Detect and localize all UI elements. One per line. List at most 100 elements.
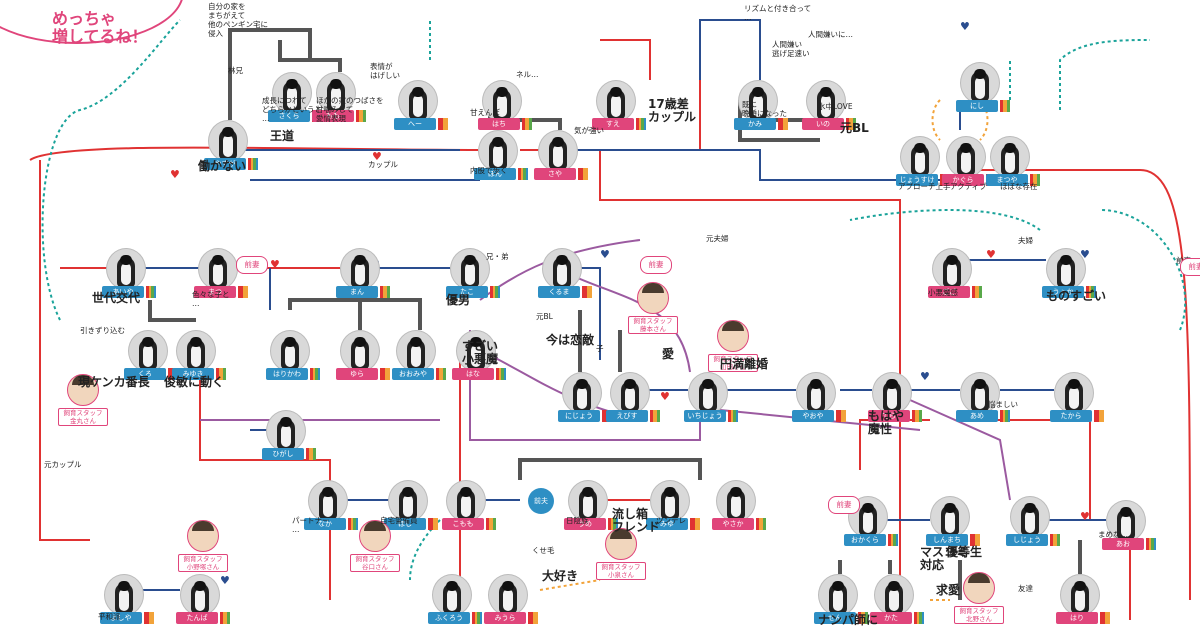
link-red-3 bbox=[39, 160, 90, 541]
color-band bbox=[248, 158, 258, 170]
note-n31: もはや 魔性 bbox=[868, 409, 905, 436]
penguin-name: へー bbox=[394, 118, 436, 130]
penguin-photo bbox=[340, 330, 380, 372]
penguin-photo bbox=[538, 130, 578, 172]
penguin-name: かみ bbox=[734, 118, 776, 130]
color-band bbox=[522, 118, 532, 130]
color-band bbox=[836, 410, 846, 422]
penguin-name: にし bbox=[956, 100, 998, 112]
ex-wife-tag: 前妻 bbox=[1180, 258, 1200, 276]
penguin-ebi: えびす bbox=[606, 372, 660, 434]
note-n19: ほぼな存在 bbox=[1000, 182, 1038, 191]
penguin-fukuchi: ふくろう bbox=[428, 574, 482, 630]
penguin-miyu: みゆ bbox=[646, 480, 700, 542]
color-band bbox=[472, 612, 482, 624]
penguin-photo bbox=[388, 480, 428, 522]
staff-name: 飼育スタッフ 山田さん bbox=[708, 354, 758, 372]
color-band bbox=[728, 410, 738, 422]
penguin-ume: うめ bbox=[564, 480, 618, 542]
penguin-photo bbox=[128, 330, 168, 372]
penguin-name: せん bbox=[814, 612, 856, 624]
penguin-photo bbox=[818, 574, 858, 616]
note-n33: 現ケンカ番長 bbox=[78, 375, 150, 389]
staff-name: 飼育スタッフ 谷口さん bbox=[350, 554, 400, 572]
penguin-photo bbox=[106, 248, 146, 290]
penguin-photo bbox=[482, 80, 522, 122]
color-band bbox=[496, 368, 506, 380]
penguin-tera: てら bbox=[868, 372, 922, 434]
note-n46: マスコミ 対応 bbox=[920, 545, 969, 572]
penguin-shimako: しんまち bbox=[926, 496, 980, 558]
penguin-photo bbox=[932, 248, 972, 290]
penguin-name: うぅか bbox=[1042, 286, 1084, 298]
link-grey-41 bbox=[288, 298, 422, 330]
penguin-name: はな bbox=[452, 368, 494, 380]
note-n26: 元BL bbox=[536, 312, 553, 321]
color-band bbox=[238, 286, 248, 298]
link-teal-58 bbox=[41, 19, 181, 321]
penguin-momo: もも bbox=[312, 72, 366, 134]
penguin-kaa: かみ bbox=[734, 80, 788, 142]
link-grey-45 bbox=[518, 458, 702, 480]
penguin-photo bbox=[478, 130, 518, 172]
color-band bbox=[146, 286, 156, 298]
note-n9: 内股で歩く bbox=[470, 166, 508, 175]
staff-name: 飼育スタッフ 小泉さん bbox=[596, 562, 646, 580]
penguin-photo bbox=[568, 480, 608, 522]
penguin-name: かぐら bbox=[942, 174, 984, 186]
note-n28: 円満離婚 bbox=[720, 357, 769, 371]
note-n29: 愛 bbox=[662, 347, 675, 361]
color-band bbox=[846, 118, 856, 130]
staff-avatar bbox=[637, 282, 669, 314]
penguin-name: にじょう bbox=[558, 410, 600, 422]
heart-icon: ♥ bbox=[220, 574, 230, 587]
color-band bbox=[690, 518, 700, 530]
color-band bbox=[578, 168, 588, 180]
color-band bbox=[1050, 534, 1060, 546]
note-n47: パートナー … bbox=[292, 516, 330, 534]
staff-avatar bbox=[717, 320, 749, 352]
penguin-aino: あいや bbox=[102, 248, 156, 310]
penguin-photo bbox=[874, 574, 914, 616]
penguin-name: しんまち bbox=[926, 534, 968, 546]
penguin-photo bbox=[960, 372, 1000, 414]
penguin-kaguya: かぐら bbox=[942, 136, 996, 198]
penguin-name: ふくろう bbox=[428, 612, 470, 624]
heart-icon: ♥ bbox=[270, 258, 280, 271]
note-n5: ほかの家のつばさを 甘噛みして 愛情表現 bbox=[316, 96, 384, 123]
penguin-photo bbox=[432, 574, 472, 616]
color-band bbox=[970, 534, 980, 546]
penguin-name: すえ bbox=[592, 118, 634, 130]
penguin-okuma: おかくら bbox=[844, 496, 898, 558]
note-n41: 大好き bbox=[542, 569, 579, 583]
color-band bbox=[528, 612, 538, 624]
penguin-name: ほし bbox=[384, 518, 426, 530]
color-band bbox=[1100, 612, 1110, 624]
color-band bbox=[756, 518, 766, 530]
note-n8: 甘えんぼ bbox=[470, 108, 500, 117]
penguin-kita: かた bbox=[870, 574, 924, 630]
penguin-nishi: にし bbox=[956, 62, 1010, 124]
title-bubble: めっちゃ増してるね！ bbox=[0, 0, 184, 46]
color-band bbox=[912, 410, 922, 422]
note-n13: 人間嫌いに… bbox=[808, 30, 853, 39]
staff-name: 飼育スタッフ 藤本さん bbox=[628, 316, 678, 334]
penguin-photo bbox=[650, 480, 690, 522]
link-grey-37 bbox=[228, 28, 312, 120]
note-n39: 流し箱 フレンド bbox=[612, 507, 661, 534]
note-n30: 小悪魔感 bbox=[928, 288, 958, 297]
penguin-name: まつや bbox=[986, 174, 1028, 186]
penguin-nichou: にじょう bbox=[558, 372, 612, 434]
ex-husband-tag: 前夫 bbox=[528, 488, 554, 514]
link-teal-61 bbox=[1099, 209, 1187, 331]
note-n12: 人間嫌い 逃げ足速い bbox=[772, 40, 810, 58]
heart-icon: ♥ bbox=[170, 168, 180, 181]
note-n2: 林兄 bbox=[228, 66, 243, 75]
staff-s4: 飼育スタッフ 谷口さん bbox=[350, 520, 400, 582]
penguin-name: たこ bbox=[446, 286, 488, 298]
penguin-name: くろ bbox=[124, 368, 166, 380]
penguin-kurumi: くるま bbox=[538, 248, 592, 310]
penguin-tanba: たんば bbox=[176, 574, 230, 630]
penguin-photo bbox=[396, 330, 436, 372]
color-band bbox=[914, 612, 924, 624]
